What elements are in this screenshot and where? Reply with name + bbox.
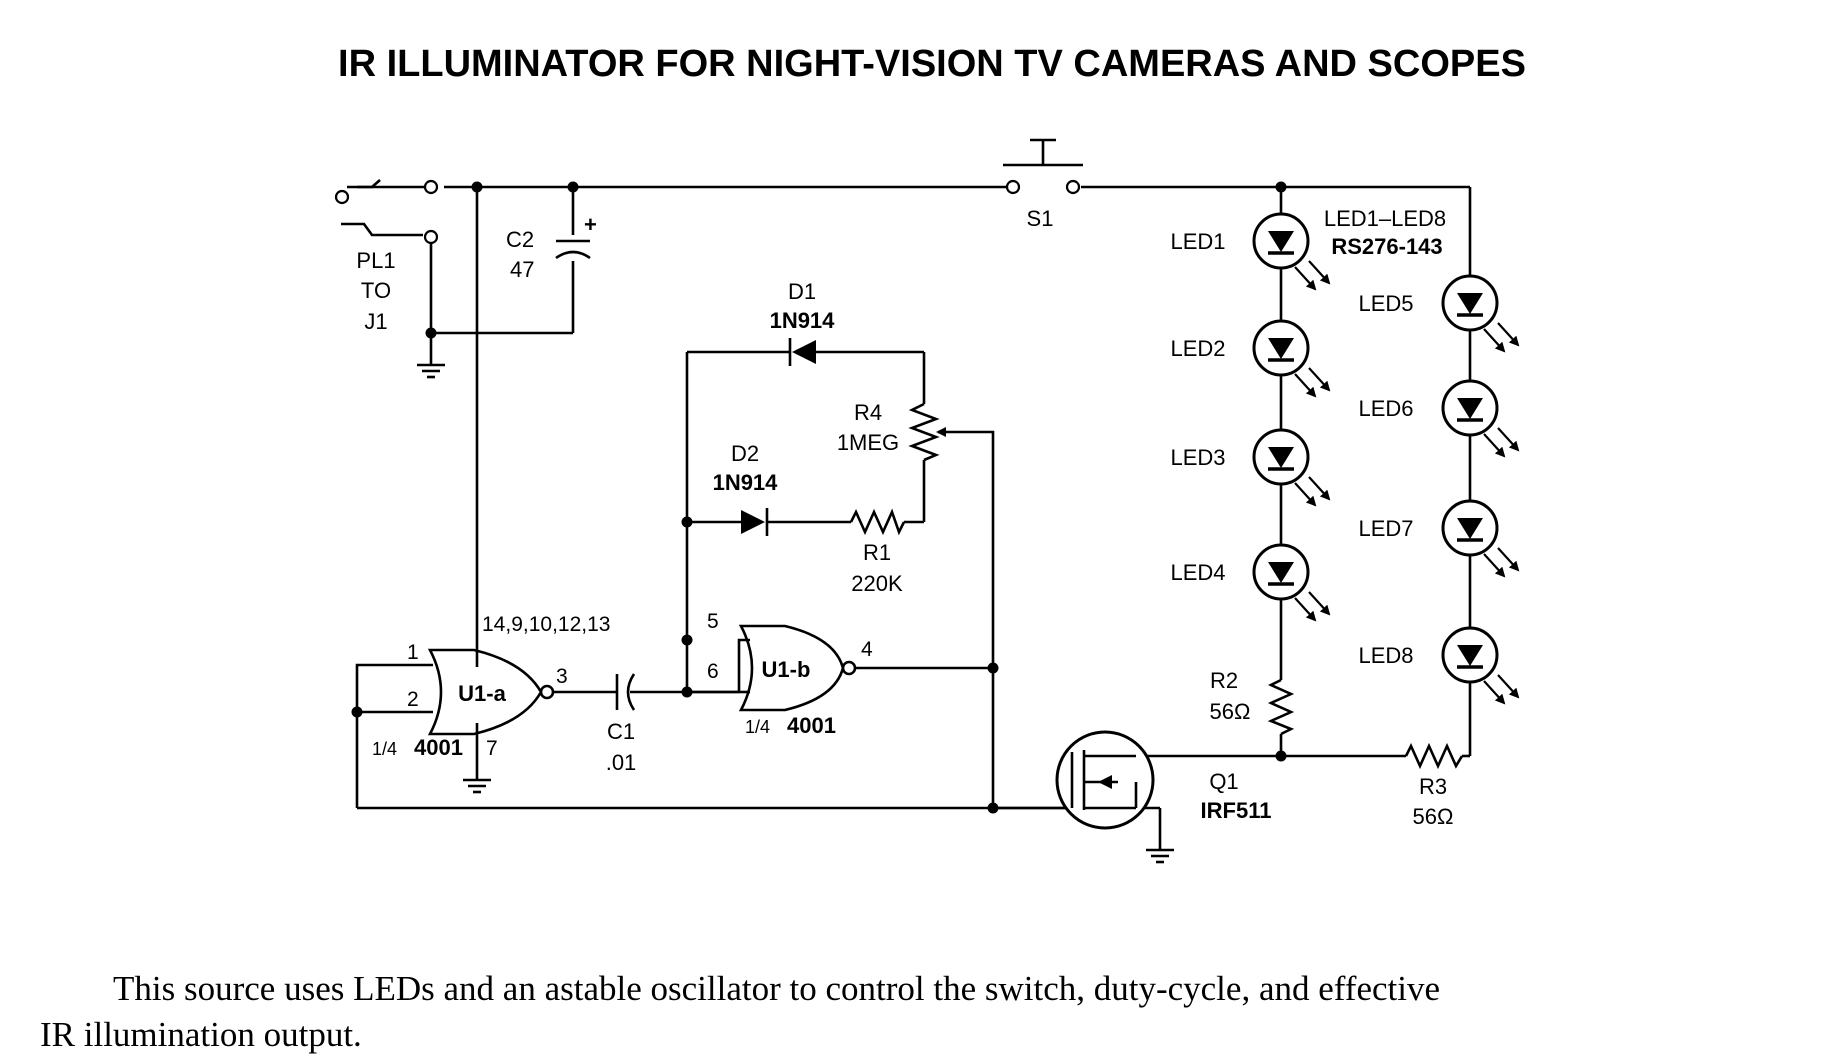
resistor-r2: R2 56Ω [1210, 668, 1295, 736]
led-part: RS276-143 [1331, 234, 1442, 259]
led6-label: LED6 [1358, 396, 1413, 421]
led5-label: LED5 [1358, 291, 1413, 316]
led-led5: LED5 [1358, 276, 1518, 351]
wires [341, 179, 1472, 840]
connector-label-line1: PL1 [356, 248, 395, 273]
connector-pl1: PL1 TO J1 [356, 248, 447, 379]
led3-label: LED3 [1170, 445, 1225, 470]
connector-label-line3: J1 [364, 309, 387, 334]
mosfet-q1: Q1 IRF511 [1055, 730, 1272, 864]
diode-d1: D1 1N914 [770, 279, 836, 366]
diode-d2: D2 1N914 [713, 441, 779, 536]
resistor-r1: R1 220K [849, 508, 906, 596]
d1-part: 1N914 [770, 308, 836, 333]
r3-value: 56Ω [1413, 804, 1454, 829]
led-group-label: LED1–LED8 RS276-143 [1324, 206, 1446, 259]
led1-label: LED1 [1170, 229, 1225, 254]
switch-s1[interactable]: S1 [1003, 138, 1083, 231]
u1b-fraction: 1/4 [745, 717, 770, 737]
q1-ref: Q1 [1209, 769, 1238, 794]
d2-part: 1N914 [713, 470, 779, 495]
ground-icon [415, 353, 447, 379]
led2-label: LED2 [1170, 336, 1225, 361]
led-icon [1254, 214, 1329, 289]
led-icon [1443, 628, 1518, 703]
r2-value: 56Ω [1210, 699, 1251, 724]
led-led1: LED1 [1170, 214, 1329, 289]
led8-label: LED8 [1358, 643, 1413, 668]
u1a-pin-in1: 1 [407, 641, 419, 664]
r1-value: 220K [851, 571, 903, 596]
s1-ref: S1 [1027, 206, 1054, 231]
potentiometer-r4[interactable]: R4 1MEG [837, 400, 946, 462]
capacitor-c1: C1 .01 [606, 673, 637, 775]
led-icon [1443, 501, 1518, 576]
ground-icon [461, 768, 493, 794]
u1a-fraction: 1/4 [372, 739, 397, 759]
capacitor-c2: + C2 47 [506, 212, 597, 282]
u1a-name: U1-a [458, 681, 506, 706]
led4-label: LED4 [1170, 560, 1225, 585]
u1b-pin-in2: 6 [707, 660, 719, 683]
connector-label-line2: TO [361, 278, 391, 303]
led-led6: LED6 [1358, 381, 1518, 456]
led-icon [1443, 276, 1518, 351]
c2-value: 47 [510, 257, 534, 282]
q1-part: IRF511 [1201, 798, 1272, 823]
r1-ref: R1 [863, 540, 891, 565]
c1-ref: C1 [607, 719, 635, 744]
led7-label: LED7 [1358, 516, 1413, 541]
diagram-title: IR ILLUMINATOR FOR NIGHT-VISION TV CAMER… [338, 43, 1526, 85]
nor-gate-u1b: U1-b 5 6 4 1/4 4001 [707, 610, 873, 738]
u1b-part: 4001 [787, 713, 836, 738]
led-range: LED1–LED8 [1324, 206, 1446, 231]
u1b-name: U1-b [762, 657, 811, 682]
r3-ref: R3 [1419, 774, 1447, 799]
u1b-pin-in1: 5 [707, 610, 719, 633]
led-icon [1254, 545, 1329, 620]
led-led2: LED2 [1170, 321, 1329, 396]
u1a-pin-out: 3 [556, 665, 568, 688]
r2-ref: R2 [1210, 668, 1238, 693]
u1a-pin-gnd: 7 [486, 737, 498, 760]
led-led7: LED7 [1358, 501, 1518, 576]
u1a-pin-in2: 2 [407, 688, 419, 711]
caption-line1: This source uses LEDs and an astable osc… [113, 969, 1440, 1008]
junction-dots [351, 181, 1287, 814]
led-led8: LED8 [1358, 628, 1518, 703]
c2-polarity: + [584, 212, 597, 237]
led-icon [1254, 321, 1329, 396]
led-led3: LED3 [1170, 430, 1329, 505]
u1a-pin-supply: 14,9,10,12,13 [482, 613, 610, 636]
c2-ref: C2 [506, 227, 534, 252]
ground-icon [1144, 838, 1176, 864]
led-icon [1443, 381, 1518, 456]
r4-value: 1MEG [837, 430, 899, 455]
u1b-pin-out: 4 [861, 638, 873, 661]
led-led4: LED4 [1170, 545, 1329, 620]
u1a-part: 4001 [414, 735, 463, 760]
nor-gate-u1a: U1-a 1 2 3 7 14,9,10,12,13 1/4 4001 [372, 613, 610, 794]
open-terminals [334, 179, 439, 245]
c1-value: .01 [606, 750, 637, 775]
resistor-r3: R3 56Ω [1404, 742, 1464, 829]
caption-line2: IR illumination output. [40, 1015, 362, 1054]
d1-ref: D1 [788, 279, 816, 304]
r4-ref: R4 [854, 400, 882, 425]
led-icon [1254, 430, 1329, 505]
d2-ref: D2 [731, 441, 759, 466]
